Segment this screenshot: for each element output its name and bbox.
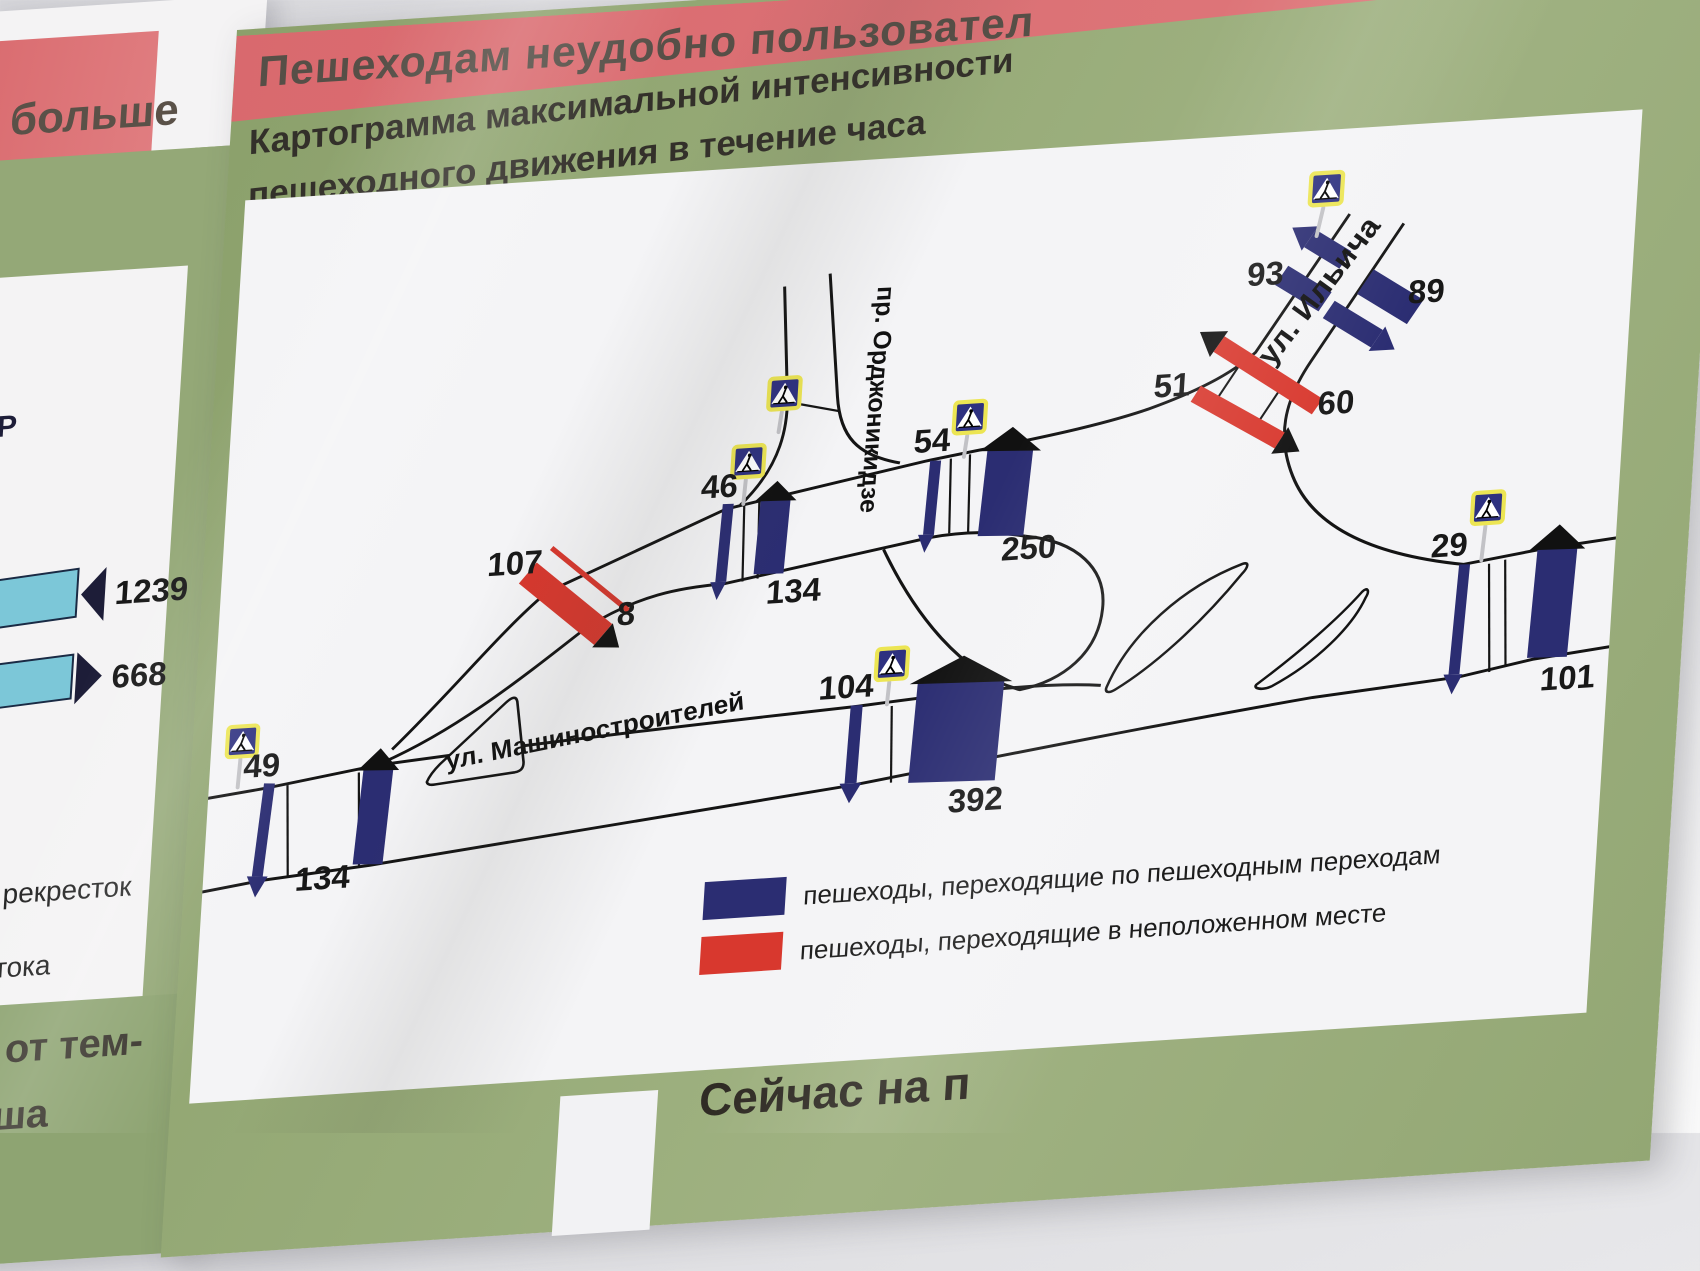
fragment-toka: тока: [0, 949, 52, 984]
traffic-islands: [425, 562, 1370, 787]
crosswalk-flow-bars: [246, 226, 1586, 898]
count-54: 54: [913, 421, 953, 460]
count-labels: 93 89 51 60 54 250 46 134 107 8 104 392 …: [242, 254, 1596, 898]
road-ordzhonikidze-right-line: [828, 273, 901, 465]
count-29: 29: [1430, 525, 1469, 564]
left-poster-graphics: 1239 668 Р рекресток тока от тем- ша: [0, 410, 190, 1139]
fragment-sha: ша: [0, 1091, 51, 1139]
bar-89: [1357, 269, 1424, 325]
arrow-right-icon: [74, 652, 102, 705]
jaywalk-flow-bars: [518, 331, 1323, 648]
bar-107: [518, 545, 631, 648]
crosswalk-sign-icon: [1468, 488, 1508, 528]
bar-250: [977, 426, 1041, 537]
count-8: 8: [616, 594, 637, 632]
road-loop-ramp: [882, 534, 1105, 692]
count-392: 392: [947, 779, 1004, 820]
bar-392: [908, 655, 1013, 783]
main-poster-sheet: Пешеходам неудобно пользовател Картограм…: [160, 0, 1700, 1258]
count-51: 51: [1153, 365, 1192, 404]
legend: пешеходы, переходящие по пешеходным пере…: [699, 839, 1442, 975]
count-107: 107: [486, 543, 543, 584]
fragment-ot-tem: от тем-: [4, 1019, 145, 1072]
bar-54: [918, 460, 942, 553]
count-89: 89: [1407, 271, 1446, 310]
legend-swatch-jaywalk: [699, 931, 784, 975]
fragment-crossroad: рекресток: [2, 870, 133, 909]
count-250: 250: [1000, 527, 1057, 568]
road-branch-lower-edge: [375, 531, 1026, 767]
lower-panel-corner: [551, 1089, 659, 1237]
flow-bar-668: 668: [0, 652, 168, 720]
street-label-ordzhonikidze: пр. Орджоникидзе: [854, 285, 900, 513]
bar-104: [839, 705, 863, 804]
bar-93-arrow: [1292, 226, 1352, 269]
arrow-left-icon: [81, 566, 107, 621]
crosswalk-signs: [223, 168, 1508, 790]
sign-post-group: [235, 205, 1488, 790]
diagram-panel: пр. Орджоникидзе ул. Ильича ул. Машиност…: [189, 109, 1643, 1104]
count-134-branch: 134: [765, 570, 823, 611]
count-93: 93: [1246, 254, 1285, 293]
bar-46: [710, 503, 734, 601]
flow-bar-1239: 1239: [0, 566, 190, 640]
bar-29: [1443, 564, 1471, 695]
bar-8-thin-line: [549, 545, 631, 613]
bar-93: [1275, 265, 1332, 312]
island-curved-east: [1254, 588, 1370, 691]
count-134-west: 134: [294, 857, 352, 898]
bar-101: [1527, 524, 1586, 658]
fragment-r: Р: [0, 410, 18, 444]
bar-134-west: [352, 748, 400, 865]
count-49: 49: [242, 746, 281, 785]
bar-60: [1190, 385, 1300, 454]
crosswalk-sign-icon: [950, 397, 990, 437]
bar-51: [1199, 331, 1323, 415]
bar-134-branch: [753, 480, 797, 575]
left-poster-sheet: больше 1239 668 Р рекресток тока от тем-…: [0, 0, 268, 1271]
legend-label-jaywalk: пешеходы, переходящие в неположенном мес…: [799, 897, 1387, 965]
bar-89-arrow: [1322, 300, 1395, 351]
island-fork-triangle: [425, 696, 525, 787]
count-104: 104: [818, 666, 876, 707]
bar-49: [246, 783, 275, 898]
count-60: 60: [1317, 383, 1356, 422]
count-101: 101: [1539, 657, 1596, 698]
flow-value-1239: 1239: [114, 570, 190, 612]
count-46: 46: [700, 466, 739, 505]
crosswalk-sign-icon: [1306, 168, 1347, 209]
cartogram-svg: пр. Орджоникидзе ул. Ильича ул. Машиност…: [194, 168, 1620, 975]
crosswalk-sign-icon: [872, 644, 912, 684]
flow-value-668: 668: [111, 654, 168, 695]
crosswalk-bands: [286, 360, 1507, 878]
island-curved-west: [1104, 562, 1249, 694]
legend-swatch-crosswalk: [702, 876, 787, 921]
crosswalk-sign-icon: [764, 373, 805, 414]
